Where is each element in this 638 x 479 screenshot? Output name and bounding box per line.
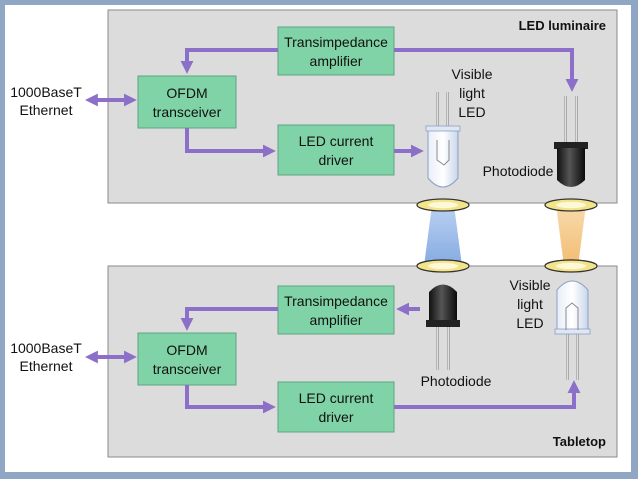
top-led-label-line3: LED	[458, 104, 485, 120]
top-ethernet-label-line1: 1000BaseT	[10, 84, 82, 100]
svg-text:OFDM: OFDM	[166, 85, 207, 101]
top-transimpedance-amplifier: Transimpedance amplifier	[277, 26, 395, 76]
top-ofdm-transceiver: OFDM transceiver	[137, 75, 237, 129]
bottom-ethernet-label-line1: 1000BaseT	[10, 340, 82, 356]
svg-text:OFDM: OFDM	[166, 342, 207, 358]
top-led-current-driver: LED current driver	[277, 124, 395, 176]
bottom-led-label-line3: LED	[516, 315, 543, 331]
bottom-led-label-line2: light	[517, 296, 543, 312]
svg-text:amplifier: amplifier	[310, 312, 363, 328]
top-photodiode-label: Photodiode	[483, 163, 554, 179]
svg-text:LED current: LED current	[299, 133, 374, 149]
svg-text:LED current: LED current	[299, 390, 374, 406]
svg-text:transceiver: transceiver	[153, 104, 222, 120]
bottom-photodiode	[426, 284, 460, 370]
bottom-ofdm-transceiver: OFDM transceiver	[137, 332, 237, 386]
bottom-driver-to-led-arrow	[394, 380, 581, 409]
svg-text:Transimpedance: Transimpedance	[284, 293, 388, 309]
bottom-led-current-driver: LED current driver	[277, 381, 395, 433]
top-photodiode	[554, 96, 588, 187]
bottom-ethernet-label-line2: Ethernet	[20, 358, 73, 374]
bottom-visible-light-led	[554, 280, 591, 380]
svg-text:Transimpedance: Transimpedance	[284, 34, 388, 50]
bottom-led-label-line1: Visible	[510, 277, 551, 293]
top-photodiode-to-tia-arrow	[394, 48, 579, 92]
top-tia-to-ofdm-arrow	[180, 48, 278, 74]
tabletop-title: Tabletop	[553, 434, 606, 449]
bottom-photodiode-label: Photodiode	[421, 373, 492, 389]
top-ofdm-to-driver-arrow	[185, 128, 276, 158]
bottom-ofdm-to-driver-arrow	[185, 385, 276, 414]
svg-text:amplifier: amplifier	[310, 53, 363, 69]
top-ethernet-label-line2: Ethernet	[20, 102, 73, 118]
led-luminaire-title: LED luminaire	[519, 18, 606, 33]
svg-text:transceiver: transceiver	[153, 361, 222, 377]
bottom-tia-to-ofdm-arrow	[180, 307, 278, 331]
bottom-transimpedance-amplifier: Transimpedance amplifier	[277, 285, 395, 335]
top-led-label-line2: light	[459, 85, 485, 101]
top-visible-light-led	[425, 92, 461, 188]
svg-text:driver: driver	[318, 152, 353, 168]
top-led-label-line1: Visible	[452, 66, 493, 82]
svg-text:driver: driver	[318, 409, 353, 425]
